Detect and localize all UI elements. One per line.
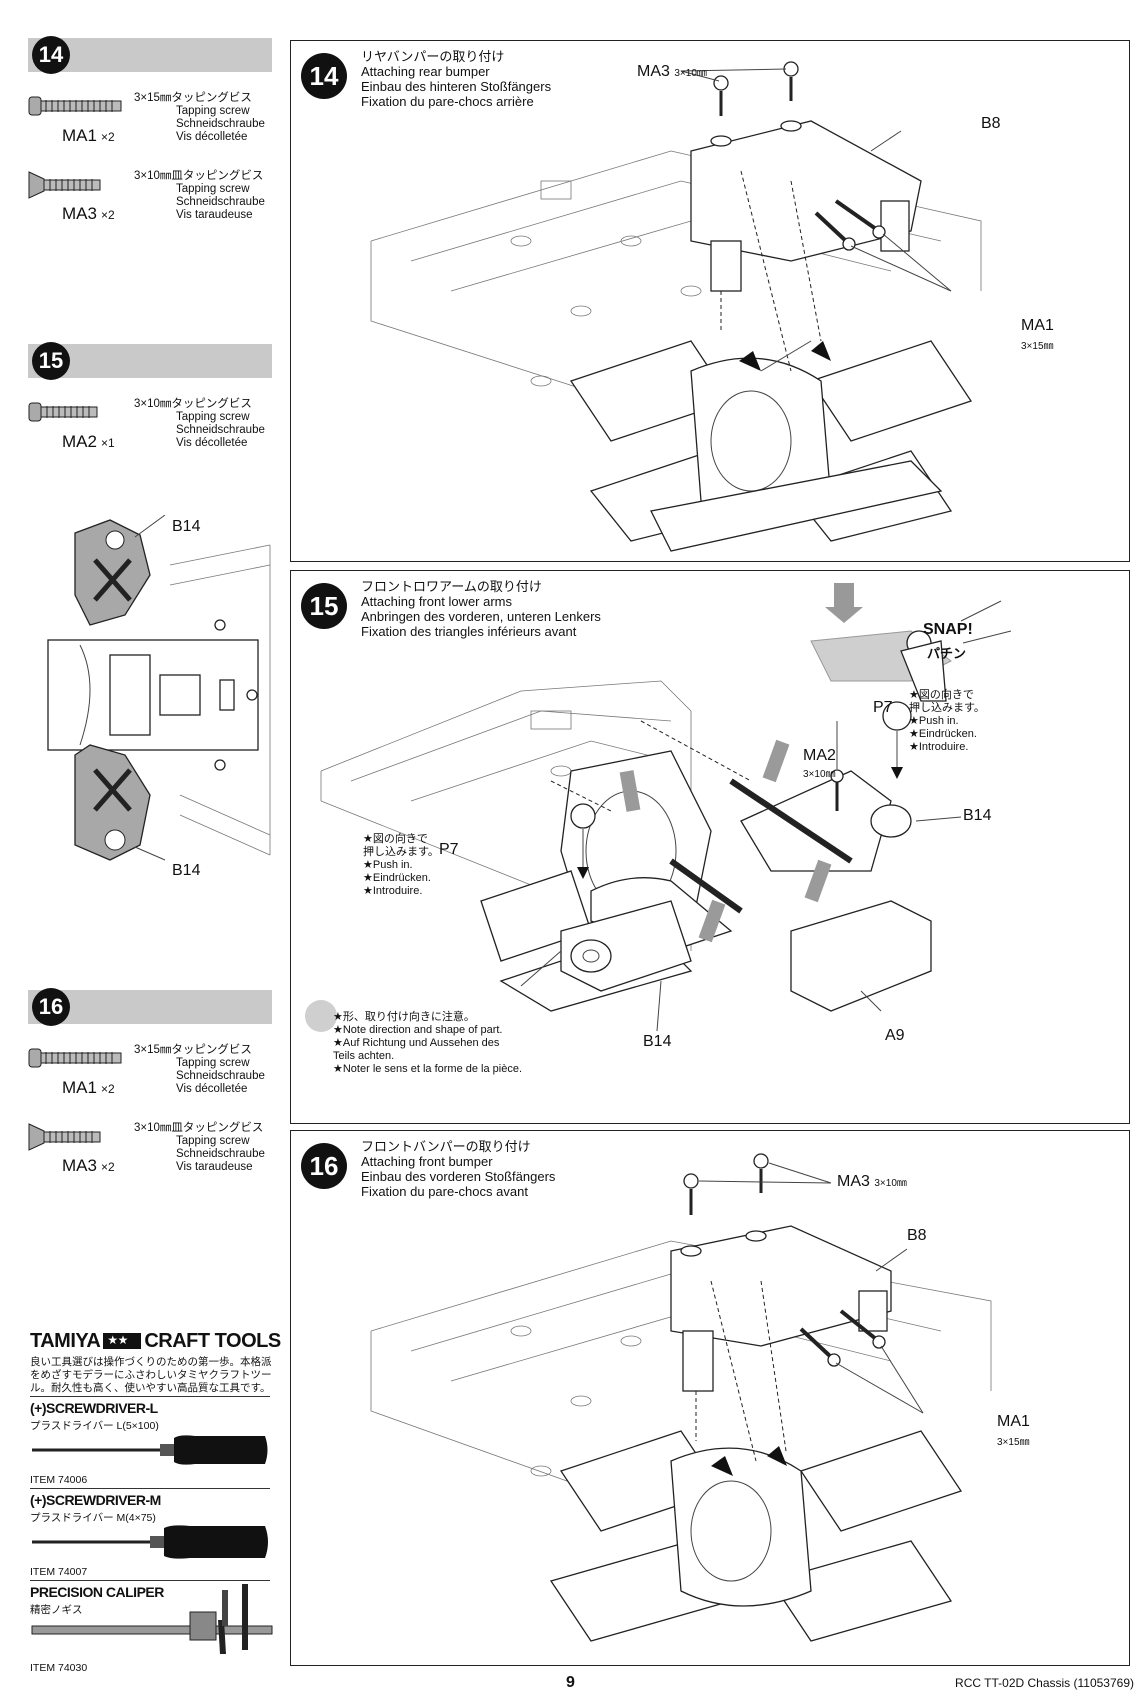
tool-jp-screwdriver-m: プラスドライバー M(4×75)	[30, 1512, 156, 1524]
label-ma1: MA1	[1021, 317, 1054, 334]
part-label: MA1×2	[62, 126, 115, 145]
step-15-number: 15	[32, 342, 70, 380]
part-ma3-step16: MA3×2 3×10㎜皿タッピングビス Tapping screw Schnei…	[28, 1122, 278, 1192]
step-15-arm-diagram	[40, 514, 280, 875]
panel-14-number: 14	[301, 53, 347, 99]
label-p7-right: P7	[873, 699, 893, 716]
screw-ma3-left	[683, 1173, 699, 1215]
label-ma1-size: 3×15㎜	[1021, 341, 1054, 352]
craft-tools-title: TAMIYA★★CRAFT TOOLS	[30, 1330, 281, 1352]
screw-ma1-a	[799, 1327, 841, 1367]
label-ma3: MA3 3×10㎜	[837, 1173, 907, 1190]
part-label: MA3×2	[62, 1156, 115, 1175]
part-description: 3×10㎜皿タッピングビス Tapping screw Schneidschra…	[134, 170, 265, 221]
tool-item-74007: ITEM 74007	[30, 1566, 88, 1578]
label-ma3: MA3 3×10㎜	[637, 63, 707, 80]
part-description: 3×10㎜皿タッピングビス Tapping screw Schneidschra…	[134, 1122, 265, 1173]
part-label: MA2×1	[62, 432, 115, 451]
note-push-in-right: ★図の向きで押し込みます。 ★Push in.★Eindrücken. ★Int…	[909, 689, 985, 753]
tapping-screw-icon	[28, 402, 98, 422]
step-15-header: 15	[28, 342, 272, 380]
label-p7-left: P7	[439, 841, 459, 858]
label-snap: SNAP!	[923, 621, 973, 638]
label-b8: B8	[981, 115, 1001, 132]
tapping-screw-icon	[28, 96, 122, 116]
part-ma1-step16: MA1×2 3×15㎜タッピングビス Tapping screw Schneid…	[28, 1044, 278, 1114]
divider	[30, 1396, 270, 1397]
front-bumper-illustration	[370, 1153, 992, 1642]
step-14-header: 14	[28, 36, 272, 74]
part-description: 3×15㎜タッピングビス Tapping screw Schneidschrau…	[134, 1044, 265, 1095]
part-ma2-step15: MA2×1 3×10㎜タッピングビス Tapping screw Schneid…	[28, 398, 278, 468]
tamiya-star-logo-icon: ★★	[103, 1333, 142, 1349]
divider	[30, 1488, 270, 1489]
label-b14-bottom: B14	[643, 1033, 672, 1050]
page-number: 9	[566, 1674, 575, 1691]
part-description: 3×10㎜タッピングビス Tapping screw Schneidschrau…	[134, 398, 265, 449]
label-b8: B8	[907, 1227, 927, 1244]
tool-name-caliper: PRECISION CALIPER	[30, 1584, 164, 1600]
screw-ma1-a	[814, 211, 856, 251]
tapping-screw-icon	[28, 1048, 122, 1068]
label-a9: A9	[885, 1027, 905, 1044]
caliper-icon	[31, 1584, 273, 1654]
tool-jp-screwdriver-l: プラスドライバー L(5×100)	[30, 1420, 159, 1432]
tool-name-screwdriver-m: (+)SCREWDRIVER-M	[30, 1492, 161, 1508]
part-ma1-step14: MA1×2 3×15㎜タッピングビス Tapping screw Schneid…	[28, 92, 278, 162]
label-snap-jp: パチン	[927, 646, 967, 661]
countersunk-screw-icon	[28, 1123, 101, 1151]
step-16-number: 16	[32, 988, 70, 1026]
screw-ma3-right	[783, 61, 799, 101]
part-ma3-step14: MA3×2 3×10㎜皿タッピングビス Tapping screw Schnei…	[28, 170, 278, 240]
tool-jp-caliper: 精密ノギス	[30, 1604, 83, 1616]
front-arms-illustration	[47, 514, 271, 861]
part-label: MA1×2	[62, 1078, 115, 1097]
panel-16-number: 16	[301, 1143, 347, 1189]
screw-ma1-b	[834, 199, 886, 239]
label-b14-bottom: B14	[172, 862, 201, 879]
screwdriver-l-icon	[32, 1435, 268, 1465]
front-lower-arms-illustration	[305, 583, 1012, 1032]
divider	[30, 1580, 270, 1581]
label-ma2-size: 3×10㎜	[803, 769, 836, 780]
label-b14-right: B14	[963, 807, 992, 824]
countersunk-screw-icon	[28, 171, 101, 199]
screw-ma1-b	[839, 1309, 886, 1349]
tool-item-74006: ITEM 74006	[30, 1474, 88, 1486]
craft-tools-intro: 良い工具選びは操作づくりのための第一歩。本格派をめざすモデラーにふさわしいタミヤ…	[30, 1356, 272, 1394]
label-ma2: MA2	[803, 747, 836, 764]
screwdriver-m-icon	[32, 1525, 268, 1559]
rear-bumper-illustration	[370, 61, 982, 552]
screw-ma3-left	[713, 75, 729, 116]
note-push-in-left: ★図の向きで押し込みます。 ★Push in.★Eindrücken. ★Int…	[363, 833, 439, 897]
tool-name-screwdriver-l: (+)SCREWDRIVER-L	[30, 1400, 158, 1416]
part-description: 3×15㎜タッピングビス Tapping screw Schneidschrau…	[134, 92, 265, 143]
label-b14-top: B14	[172, 518, 201, 535]
part-label: MA3×2	[62, 204, 115, 223]
step-16-header: 16	[28, 988, 272, 1026]
document-id: RCC TT-02D Chassis (11053769)	[955, 1676, 1134, 1690]
label-ma1: MA1	[997, 1413, 1030, 1430]
screw-ma3-right	[753, 1153, 769, 1193]
step-14-number: 14	[32, 36, 70, 74]
label-ma1-size: 3×15㎜	[997, 1437, 1030, 1448]
panel-15-number: 15	[301, 583, 347, 629]
note-direction-shape: ★形、取り付け向きに注意。★Note direction and shape o…	[333, 1011, 523, 1075]
tool-item-74030: ITEM 74030	[30, 1662, 88, 1674]
